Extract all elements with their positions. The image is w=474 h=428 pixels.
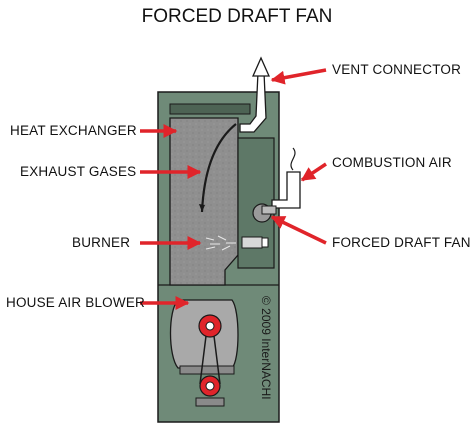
diagram-title: FORCED DRAFT FAN xyxy=(141,6,333,27)
vent-connector xyxy=(239,56,271,133)
label-vent-connector: VENT CONNECTOR xyxy=(332,62,462,77)
label-heat-exchanger: HEAT EXCHANGER xyxy=(10,123,137,138)
arrow-forced-draft-fan xyxy=(270,215,327,245)
callout-arrows xyxy=(140,68,327,310)
copyright-text: © 2009 InterNACHI xyxy=(259,296,273,400)
label-forced-draft-fan: FORCED DRAFT FAN xyxy=(332,235,471,250)
house-air-blower xyxy=(169,299,239,407)
arrow-combustion-air xyxy=(300,162,327,182)
heat-exchanger xyxy=(169,117,239,286)
label-burner: BURNER xyxy=(72,235,131,250)
label-combustion-air: COMBUSTION AIR xyxy=(332,155,452,170)
arrow-vent-connector xyxy=(270,68,327,85)
burner xyxy=(205,235,269,251)
forced-draft-fan xyxy=(252,203,277,223)
label-exhaust-gases: EXHAUST GASES xyxy=(20,164,137,179)
label-house-air-blower: HOUSE AIR BLOWER xyxy=(6,295,145,310)
